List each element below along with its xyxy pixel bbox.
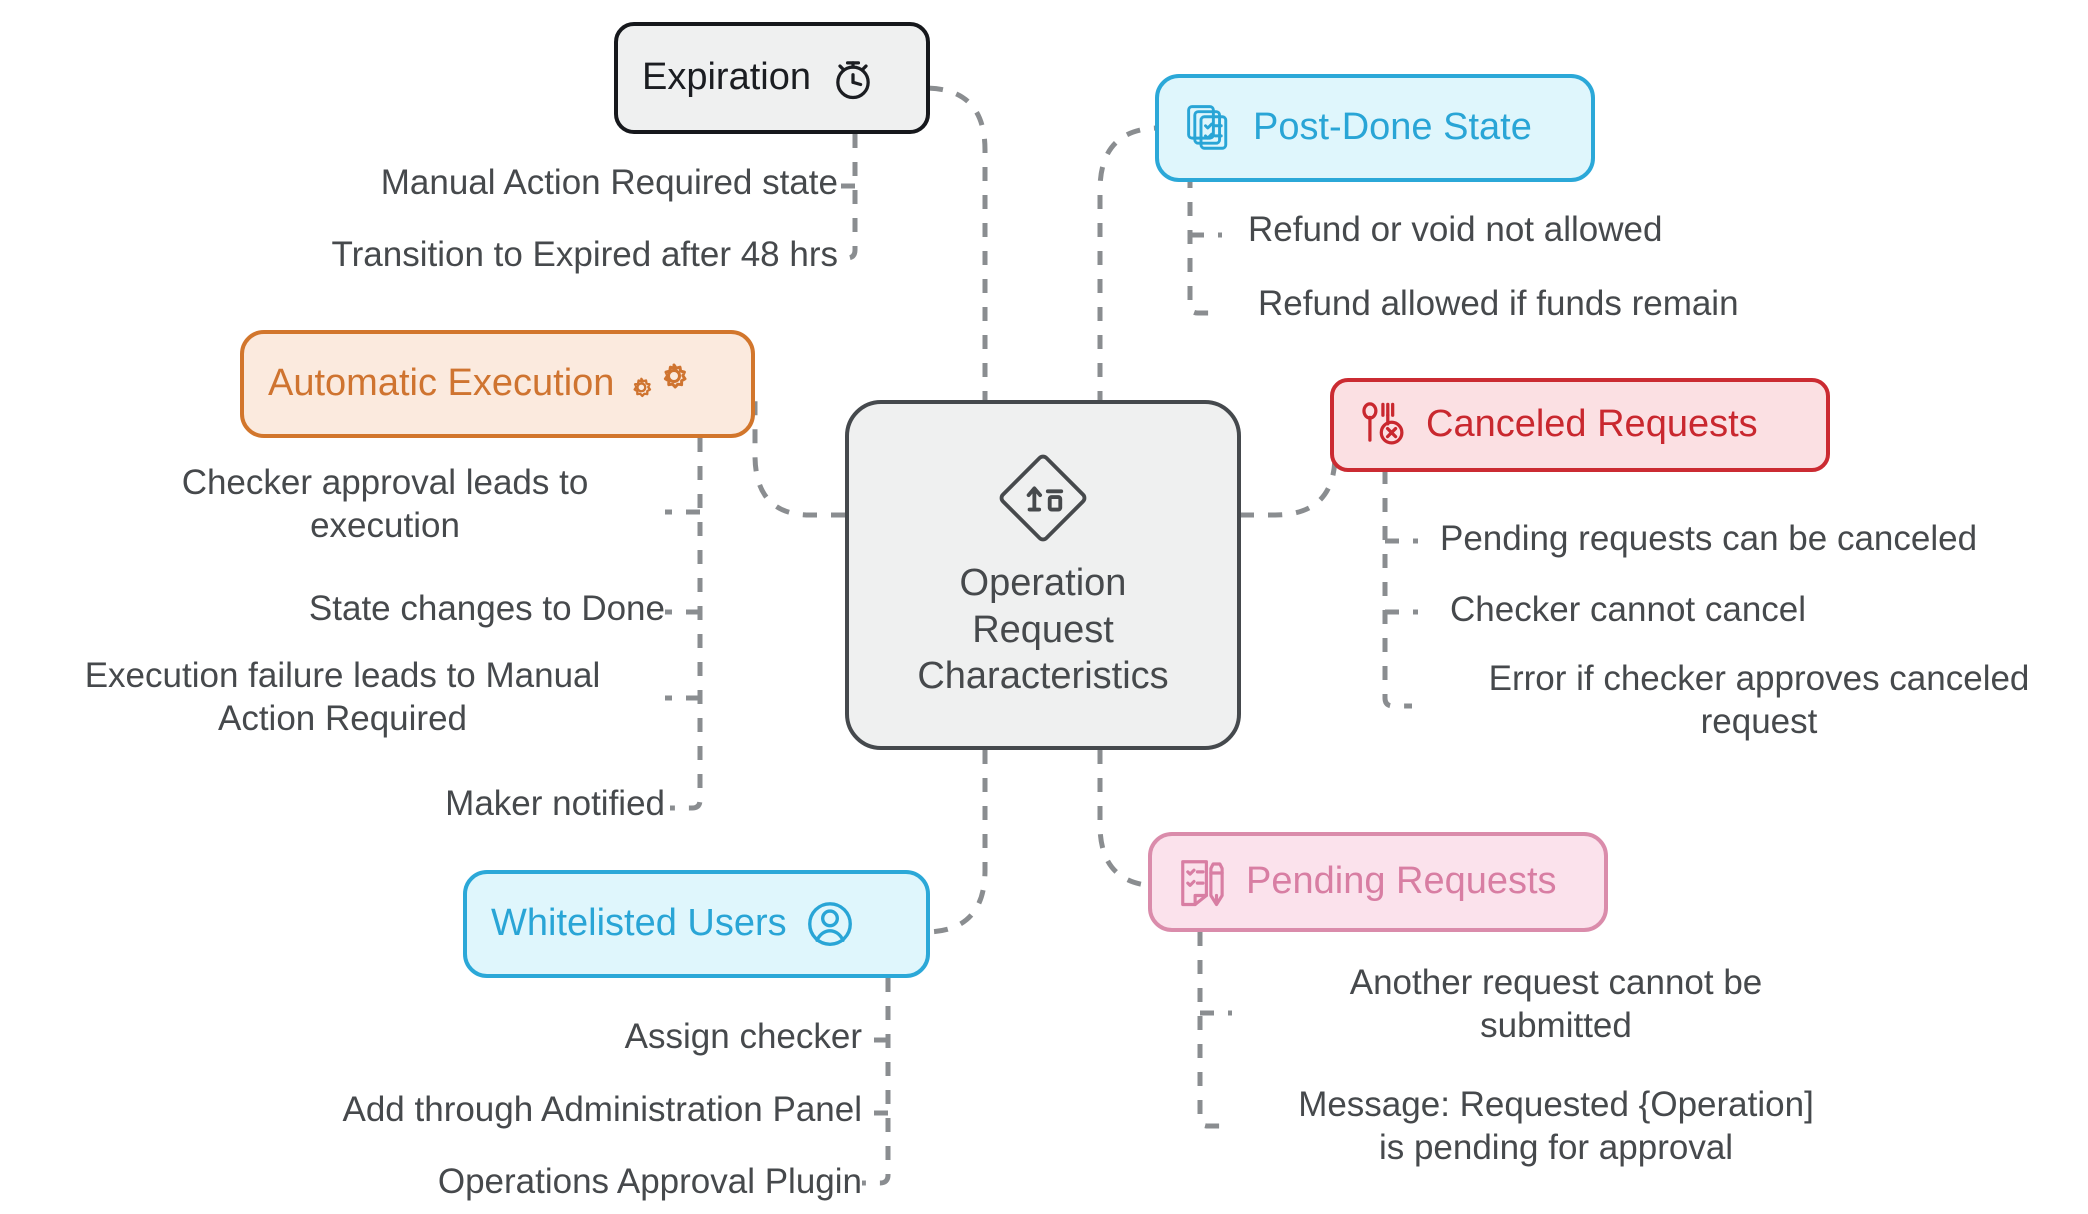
edge-whitelisted-users-leaves bbox=[862, 978, 891, 1186]
branch-automatic-execution[interactable]: Automatic Execution bbox=[240, 330, 755, 438]
root-label: Operation Request Characteristics bbox=[917, 562, 1169, 698]
branch-whitelisted-users-label: Whitelisted Users bbox=[491, 902, 787, 945]
user-circle-icon bbox=[803, 897, 857, 951]
leaf-canceled-requests-0: Pending requests can be canceled bbox=[1440, 519, 1978, 558]
edge-root-expiration bbox=[924, 85, 988, 405]
gears-icon bbox=[630, 358, 688, 410]
leaf-automatic-execution-2: Execution failure leads to Manual Action… bbox=[84, 656, 601, 738]
leaf-expiration-1: Transition to Expired after 48 hrs bbox=[331, 235, 838, 274]
branch-canceled-requests-label: Canceled Requests bbox=[1426, 403, 1758, 446]
edge-automatic-execution-leaves bbox=[670, 438, 703, 811]
leaf-whitelisted-users-0: Assign checker bbox=[624, 1017, 862, 1056]
edge-root-automatic-execution bbox=[752, 392, 845, 518]
branch-automatic-execution-label: Automatic Execution bbox=[268, 362, 615, 405]
branch-post-done-state-label: Post-Done State bbox=[1253, 106, 1532, 149]
edge-root-post-done-state bbox=[1097, 125, 1161, 405]
leaf-pending-requests-1: Message: Requested {Operation] is pendin… bbox=[1298, 1085, 1814, 1167]
leaf-automatic-execution-3: Maker notified bbox=[445, 784, 665, 823]
leaf-post-done-state-0: Refund or void not allowed bbox=[1248, 210, 1663, 249]
root-node[interactable]: Operation Request Characteristics bbox=[845, 400, 1241, 750]
request-diamond-icon bbox=[995, 450, 1091, 546]
leaf-automatic-execution-0: Checker approval leads to execution bbox=[181, 463, 589, 545]
leaf-canceled-requests-1: Checker cannot cancel bbox=[1450, 590, 1807, 629]
branch-expiration[interactable]: Expiration bbox=[614, 22, 930, 134]
branch-expiration-label: Expiration bbox=[642, 56, 811, 99]
edge-pending-requests-leaves bbox=[1197, 932, 1228, 1129]
branch-post-done-state[interactable]: Post-Done State bbox=[1155, 74, 1595, 182]
edge-post-done-state-leaves bbox=[1187, 174, 1220, 316]
leaf-canceled-requests-2: Error if checker approves canceled reque… bbox=[1488, 659, 2030, 741]
leaf-whitelisted-users-1: Add through Administration Panel bbox=[342, 1090, 863, 1129]
document-stack-checklist-icon bbox=[1183, 101, 1237, 155]
cutlery-cancel-icon bbox=[1358, 399, 1410, 451]
edge-root-canceled-requests bbox=[1240, 432, 1338, 518]
checklist-pen-icon bbox=[1176, 855, 1230, 909]
edge-canceled-requests-leaves bbox=[1382, 470, 1412, 709]
branch-pending-requests-label: Pending Requests bbox=[1246, 860, 1557, 903]
leaf-pending-requests-0: Another request cannot be submitted bbox=[1349, 963, 1763, 1045]
branch-pending-requests[interactable]: Pending Requests bbox=[1148, 832, 1608, 932]
leaf-post-done-state-1: Refund allowed if funds remain bbox=[1258, 284, 1739, 323]
leaf-automatic-execution-1: State changes to Done bbox=[308, 589, 665, 628]
edge-root-whitelisted-users bbox=[924, 750, 988, 935]
branch-canceled-requests[interactable]: Canceled Requests bbox=[1330, 378, 1830, 472]
leaf-expiration-0: Manual Action Required state bbox=[380, 163, 838, 202]
edge-expiration-leaves bbox=[838, 134, 858, 261]
stopwatch-icon bbox=[827, 52, 879, 104]
leaf-whitelisted-users-2: Operations Approval Plugin bbox=[437, 1162, 862, 1201]
branch-whitelisted-users[interactable]: Whitelisted Users bbox=[463, 870, 930, 978]
